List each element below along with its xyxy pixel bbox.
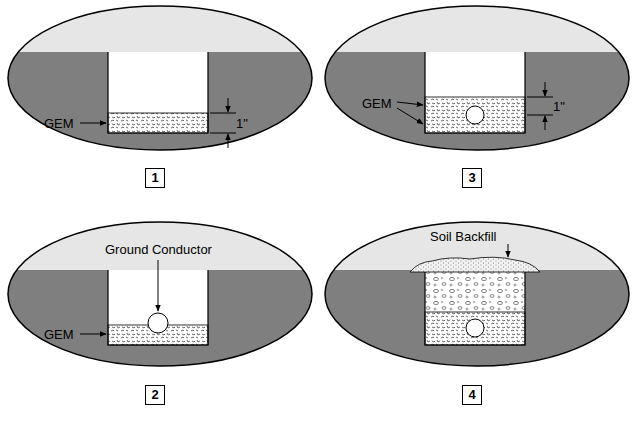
panel-2 xyxy=(0,215,320,380)
panel-3 xyxy=(320,0,640,162)
leaders-2 xyxy=(80,260,158,334)
panel-number-box: 3 xyxy=(462,168,482,188)
part-label: GEM xyxy=(362,96,392,111)
part-label: GEM xyxy=(44,327,74,342)
dimension-label: 1" xyxy=(236,116,248,131)
panel-number: 2 xyxy=(151,387,158,402)
panel-number: 4 xyxy=(468,387,475,402)
panel-number-box: 4 xyxy=(462,385,482,405)
panel-number-box: 2 xyxy=(145,385,165,405)
part-label: Ground Conductor xyxy=(105,242,212,257)
leader-4 xyxy=(508,244,509,257)
panel-number: 1 xyxy=(151,170,158,185)
panel-4 xyxy=(320,215,640,380)
part-label: GEM xyxy=(44,116,74,131)
dimension-1 xyxy=(80,98,236,148)
panel-number: 3 xyxy=(468,170,475,185)
panel-1 xyxy=(0,0,320,162)
dimension-label: 1" xyxy=(553,99,565,114)
part-label: Soil Backfill xyxy=(430,229,496,244)
panel-number-box: 1 xyxy=(145,168,165,188)
dimension-3 xyxy=(397,82,553,130)
